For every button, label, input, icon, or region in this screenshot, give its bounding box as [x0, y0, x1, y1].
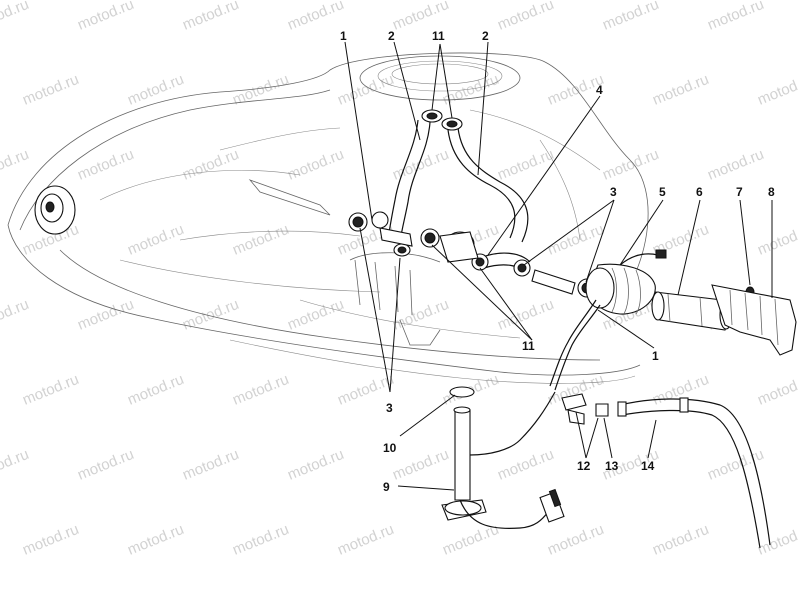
watermark-text: motod.ru: [0, 146, 31, 184]
fuel-level-sensor: [441, 386, 565, 529]
hose-clamps: [348, 109, 597, 298]
watermark-text: motod.ru: [75, 296, 136, 334]
callout-3-lower: 3: [386, 401, 393, 415]
watermark-text: motod.ru: [755, 71, 799, 109]
callout-6: 6: [696, 185, 703, 199]
watermark-text: motod.ru: [0, 0, 31, 34]
callout-labels: 1 2 11 2 4 3 5 6 7 8 1 11 3 10 9 12 13 1…: [340, 29, 775, 494]
watermark-text: motod.ru: [285, 446, 346, 484]
watermark-layer: motod.ru motod.ru motod.ru motod.ru motod.ru…: [0, 0, 799, 559]
callout-4: 4: [596, 83, 603, 97]
watermark-text: motod.ru: [230, 521, 291, 559]
callout-2-right: 2: [482, 29, 489, 43]
watermark-text: motod.ru: [755, 221, 799, 259]
watermark-text: motod.ru: [495, 0, 556, 34]
watermark-text: motod.ru: [285, 0, 346, 34]
watermark-text: motod.ru: [755, 521, 799, 559]
watermark-text: motod.ru: [390, 146, 451, 184]
watermark-text: motod.ru: [600, 0, 661, 34]
watermark-text: motod.ru: [0, 446, 31, 484]
watermark-text: motod.ru: [335, 521, 396, 559]
watermark-text: motod.ru: [545, 521, 606, 559]
watermark-text: motod.ru: [705, 146, 766, 184]
watermark-text: motod.ru: [285, 146, 346, 184]
watermark-text: motod.ru: [230, 221, 291, 259]
watermark-text: motod.ru: [125, 521, 186, 559]
watermark-text: motod.ru: [75, 446, 136, 484]
watermark-text: motod.ru: [20, 371, 81, 409]
callout-12: 12: [577, 459, 591, 473]
pump-clip-and-strainer: [711, 284, 797, 356]
callout-10: 10: [383, 441, 397, 455]
callout-1-top: 1: [340, 29, 347, 43]
watermark-text: motod.ru: [0, 296, 31, 334]
filter-and-fittings: [379, 227, 576, 295]
callout-14: 14: [641, 459, 655, 473]
watermark-text: motod.ru: [545, 221, 606, 259]
fuel-tank-outline: [7, 52, 649, 384]
watermark-text: motod.ru: [75, 146, 136, 184]
callout-7: 7: [736, 185, 743, 199]
watermark-text: motod.ru: [75, 0, 136, 34]
watermark-text: motod.ru: [495, 446, 556, 484]
watermark-text: motod.ru: [285, 296, 346, 334]
watermark-text: motod.ru: [335, 71, 396, 109]
watermark-text: motod.ru: [180, 0, 241, 34]
watermark-text: motod.ru: [600, 146, 661, 184]
watermark-text: motod.ru: [180, 146, 241, 184]
watermark-text: motod.ru: [390, 446, 451, 484]
callout-5: 5: [659, 185, 666, 199]
callout-2-left: 2: [388, 29, 395, 43]
watermark-text: motod.ru: [230, 71, 291, 109]
pump-rubber-sleeve: [585, 249, 667, 315]
watermark-text: motod.ru: [180, 296, 241, 334]
callout-3-right: 3: [610, 185, 617, 199]
callout-1-lower: 1: [652, 349, 659, 363]
watermark-text: motod.ru: [125, 371, 186, 409]
leader-lines: [344, 41, 773, 491]
watermark-text: motod.ru: [230, 371, 291, 409]
pump-wiring: [549, 299, 601, 391]
watermark-text: motod.ru: [755, 371, 799, 409]
watermark-text: motod.ru: [20, 71, 81, 109]
watermark-text: motod.ru: [705, 446, 766, 484]
callout-11-lower: 11: [522, 339, 535, 353]
watermark-text: motod.ru: [125, 221, 186, 259]
callout-8: 8: [768, 185, 775, 199]
callout-11-top: 11: [432, 29, 445, 43]
watermark-text: motod.ru: [20, 521, 81, 559]
watermark-text: motod.ru: [180, 446, 241, 484]
callout-9: 9: [383, 480, 390, 494]
watermark-text: motod.ru: [650, 71, 711, 109]
watermark-text: motod.ru: [390, 296, 451, 334]
breather-hose-assembly: [561, 393, 771, 549]
watermark-text: motod.ru: [650, 521, 711, 559]
callout-13: 13: [605, 459, 619, 473]
watermark-text: motod.ru: [705, 0, 766, 34]
